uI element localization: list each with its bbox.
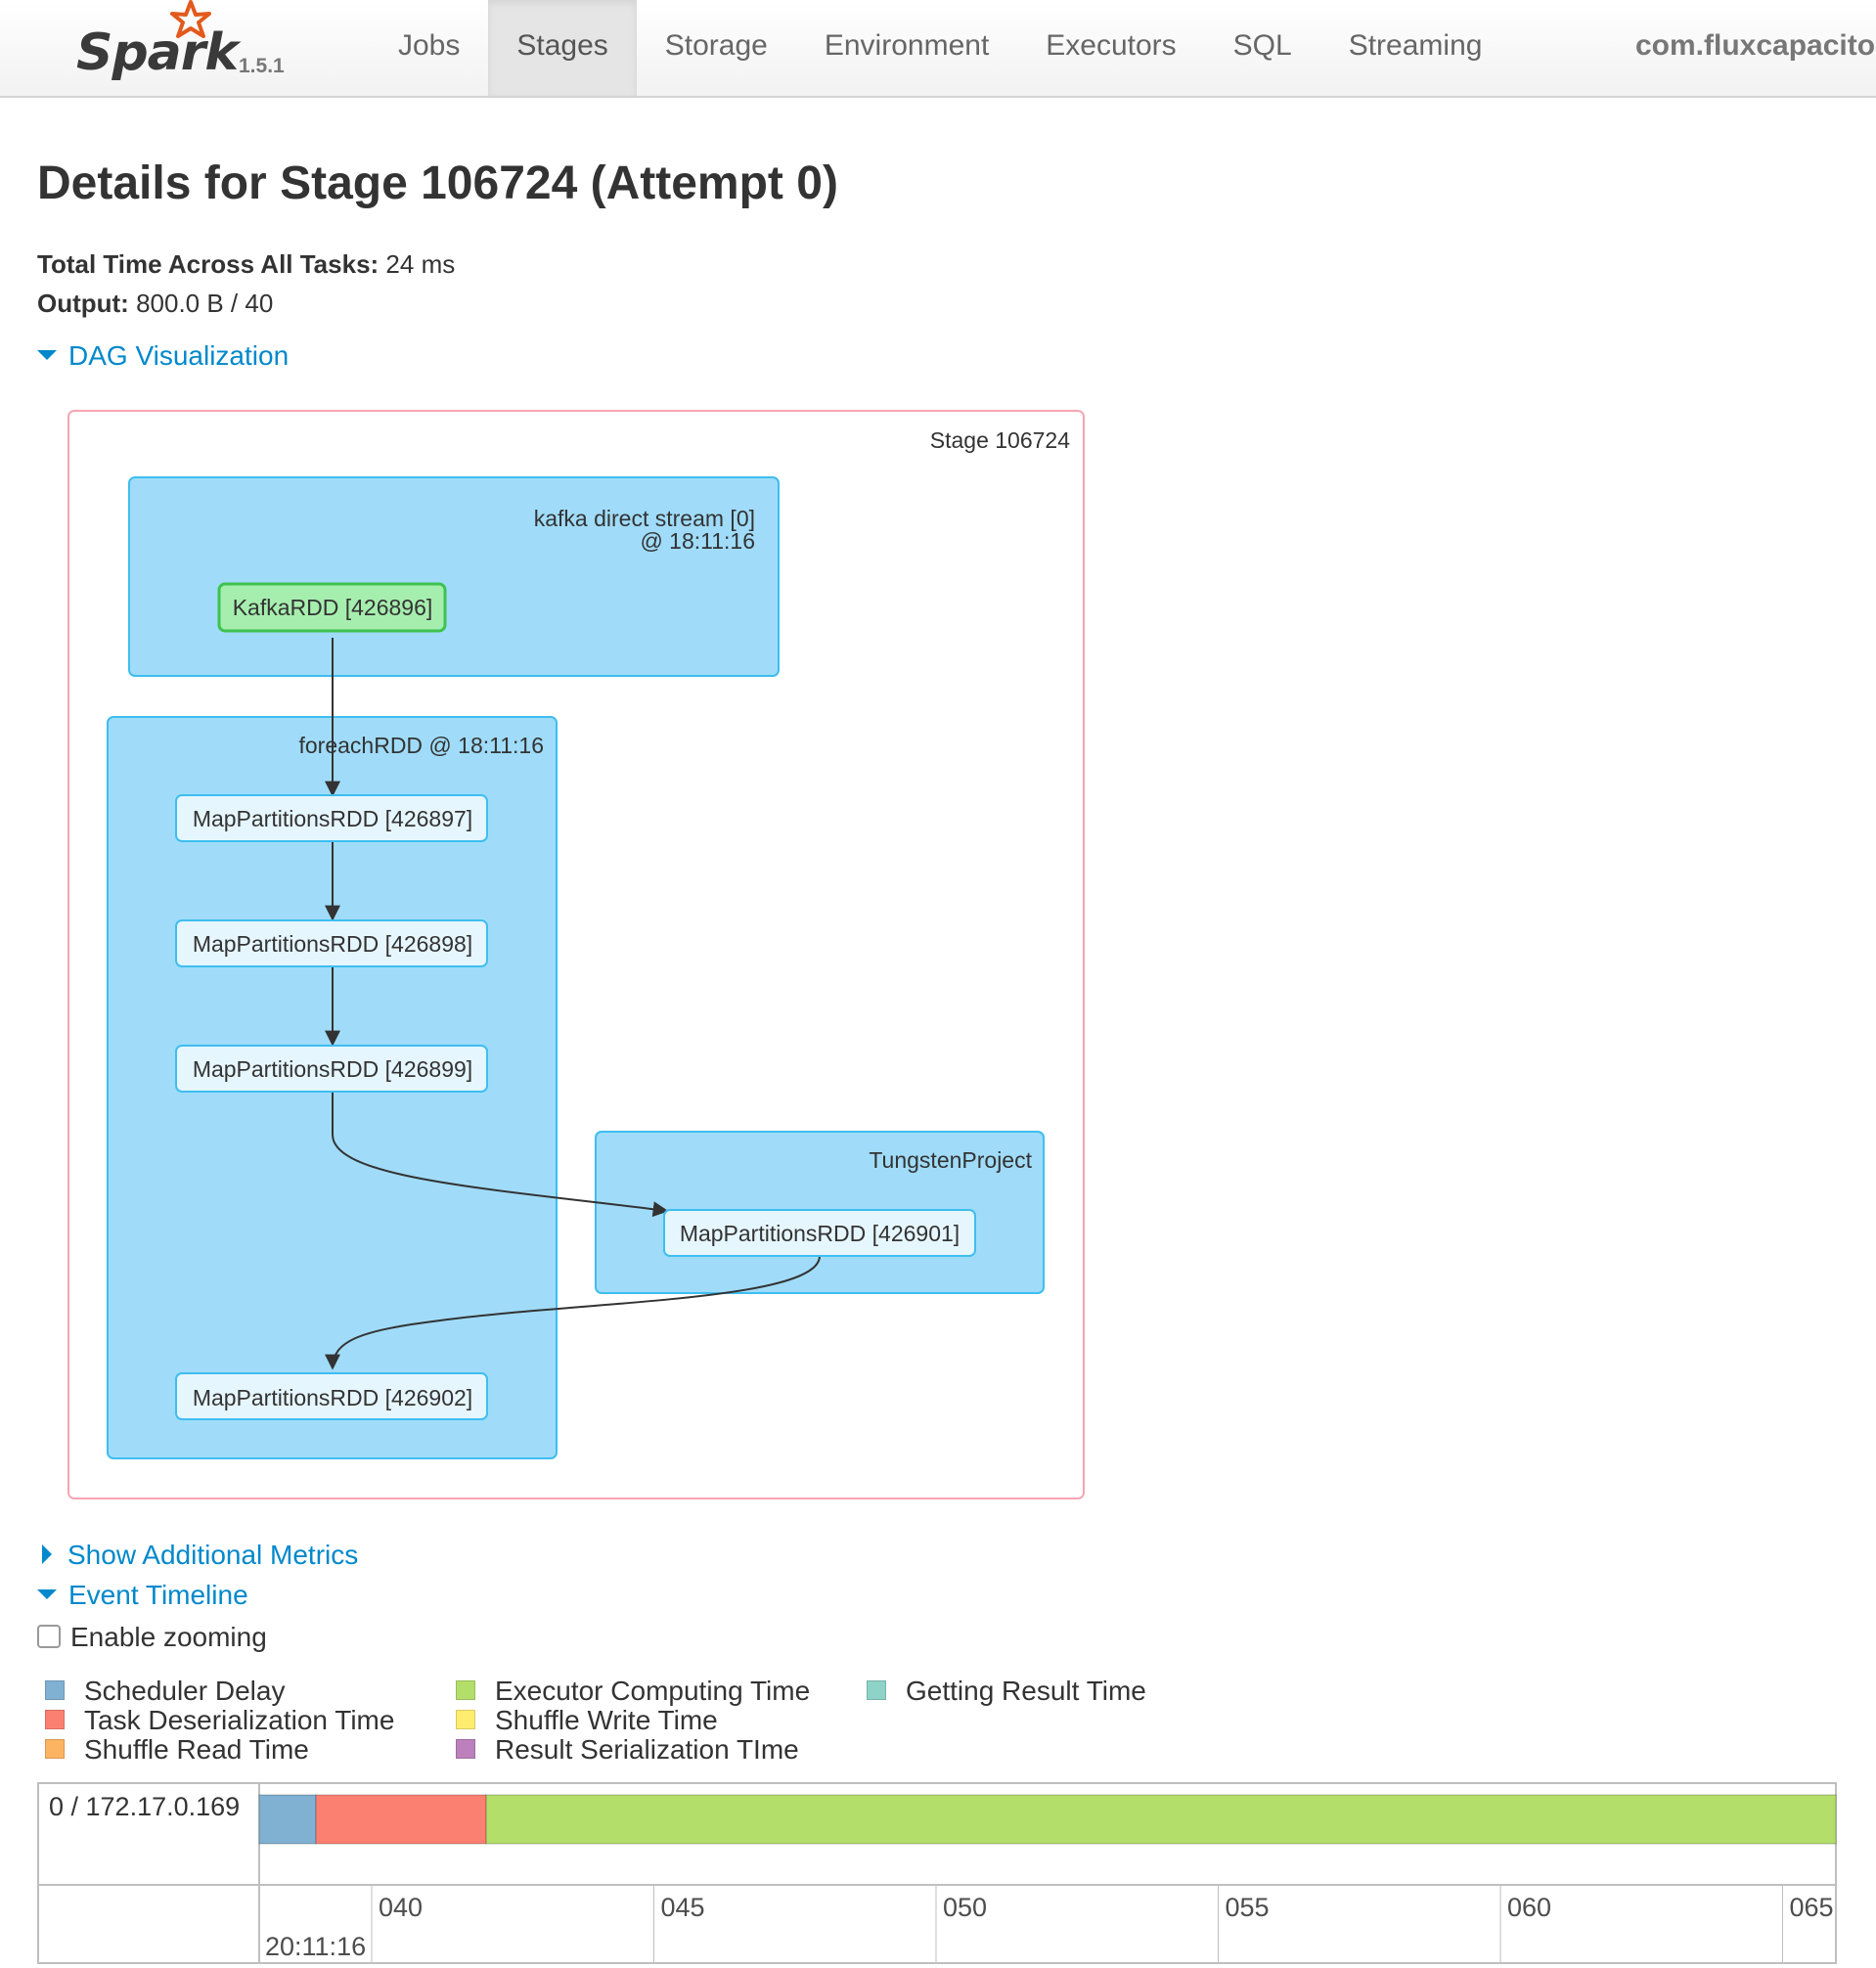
legend-item: Result Serialization TIme (456, 1735, 810, 1765)
navbar: Spark 1.5.1 Jobs Stages Storage Environm… (0, 0, 1876, 98)
task-bar[interactable] (258, 1794, 1837, 1845)
axis-tick-label: 055 (1226, 1893, 1270, 1922)
legend-swatch (456, 1738, 475, 1759)
rdd-node-426901-label: MapPartitionsRDD [426901] (680, 1221, 960, 1246)
tab-executors[interactable]: Executors (1046, 29, 1177, 62)
axis-tick-label: 040 (379, 1893, 423, 1922)
enable-zooming-label: Enable zooming (70, 1622, 267, 1652)
rdd-node-426901[interactable] (663, 1209, 976, 1257)
foreach-cluster-label: foreachRDD @ 18:11:16 (299, 733, 545, 758)
event-timeline-toggle[interactable]: Event Timeline (37, 1580, 248, 1611)
rdd-node-426899[interactable] (175, 1045, 488, 1093)
legend-swatch (456, 1709, 475, 1729)
spark-star-icon (170, 0, 211, 38)
rdd-node-426902[interactable] (175, 1372, 488, 1420)
legend-label: Getting Result Time (906, 1676, 1146, 1706)
legend-swatch (867, 1679, 886, 1700)
show-additional-metrics-toggle[interactable]: Show Additional Metrics (37, 1540, 358, 1571)
kafka-rdd-label: KafkaRDD [426896] (233, 595, 433, 620)
total-time-value: 24 ms (385, 249, 456, 279)
legend-label: Task Deserialization Time (84, 1705, 395, 1735)
output-row: Output: 800.0 B / 40 (37, 284, 455, 323)
legend-column-1: Scheduler Delay Task Deserialization Tim… (45, 1677, 394, 1765)
kafka-stream-cluster (128, 476, 780, 677)
tungsten-cluster-label: TungstenProject (869, 1147, 1032, 1173)
nav-tabs: Jobs Stages Storage Environment Executor… (370, 0, 1510, 96)
kafka-cluster-label: kafka direct stream [0] (534, 506, 755, 531)
task-segment[interactable] (485, 1794, 1837, 1845)
rdd-node-426898-label: MapPartitionsRDD [426898] (193, 931, 472, 957)
edge-426901-to-426902 (325, 1255, 821, 1370)
axis-date-label: 20:11:16 (265, 1932, 366, 1961)
tab-storage[interactable]: Storage (664, 29, 768, 62)
rdd-node-426898[interactable] (175, 919, 488, 967)
enable-zooming: Enable zooming (37, 1622, 267, 1653)
legend-swatch (45, 1738, 65, 1759)
legend-label: Shuffle Read Time (84, 1734, 309, 1765)
rdd-node-426897[interactable] (175, 794, 488, 842)
foreach-rdd-cluster (107, 716, 558, 1459)
task-segment[interactable] (258, 1794, 317, 1845)
output-label: Output: (37, 289, 129, 318)
metrics-toggle-label: Show Additional Metrics (67, 1540, 359, 1570)
app-name: com.fluxcapacito (1635, 29, 1876, 62)
timeline-chart: 040 045 050 055 060 065 20:11:16 (38, 1783, 1837, 1964)
legend-item: Getting Result Time (867, 1677, 1146, 1706)
brand-name: Spark (76, 23, 239, 82)
edge-426899-to-426901 (332, 1092, 669, 1218)
enable-zooming-checkbox[interactable] (37, 1624, 61, 1648)
rdd-node-426897-label: MapPartitionsRDD [426897] (193, 806, 472, 831)
expanded-arrow-icon (37, 349, 57, 360)
dag-visualization-toggle[interactable]: DAG Visualization (37, 340, 289, 372)
legend-label: Executor Computing Time (495, 1676, 811, 1706)
legend-item: Shuffle Write Time (456, 1706, 810, 1735)
tab-stages[interactable]: Stages (488, 0, 637, 96)
kafka-rdd-node[interactable] (217, 582, 447, 633)
legend-swatch (45, 1709, 65, 1729)
page-title: Details for Stage 106724 (Attempt 0) (37, 157, 838, 209)
stage-cluster-label: Stage 106724 (930, 427, 1070, 453)
collapsed-arrow-icon (42, 1543, 52, 1564)
axis-tick-label: 065 (1790, 1893, 1834, 1922)
legend-item: Shuffle Read Time (45, 1735, 394, 1765)
timeline-toggle-label: Event Timeline (68, 1580, 248, 1610)
legend-item: Task Deserialization Time (45, 1706, 394, 1735)
tungsten-project-cluster (595, 1131, 1045, 1294)
dag-visualization: Stage 106724 kafka direct stream [0] @ 1… (67, 410, 1085, 1499)
legend-label: Shuffle Write Time (495, 1705, 718, 1735)
legend-label: Result Serialization TIme (495, 1734, 799, 1765)
tab-sql[interactable]: SQL (1232, 29, 1292, 62)
stage-cluster (67, 410, 1085, 1499)
dag-toggle-label: DAG Visualization (68, 340, 290, 371)
spark-logo[interactable]: Spark 1.5.1 (76, 0, 291, 96)
task-segment[interactable] (315, 1794, 487, 1845)
legend-item: Executor Computing Time (456, 1677, 810, 1706)
output-value: 800.0 B / 40 (136, 289, 274, 318)
total-time-label: Total Time Across All Tasks: (37, 249, 380, 279)
tab-streaming[interactable]: Streaming (1348, 29, 1483, 62)
rdd-node-426902-label: MapPartitionsRDD [426902] (193, 1385, 472, 1410)
legend-swatch (45, 1679, 65, 1700)
event-timeline[interactable] (37, 1782, 1837, 1964)
total-time-row: Total Time Across All Tasks: 24 ms (37, 245, 455, 284)
axis-tick-label: 045 (661, 1893, 705, 1922)
rdd-node-426899-label: MapPartitionsRDD [426899] (193, 1056, 472, 1082)
stage-summary: Total Time Across All Tasks: 24 ms Outpu… (37, 245, 455, 323)
legend-swatch (456, 1679, 475, 1700)
tab-environment[interactable]: Environment (824, 29, 990, 62)
legend-label: Scheduler Delay (84, 1676, 286, 1706)
tab-jobs[interactable]: Jobs (398, 29, 461, 62)
legend-item: Scheduler Delay (45, 1677, 394, 1706)
expanded-arrow-icon (37, 1588, 57, 1599)
axis-tick-label: 060 (1507, 1893, 1551, 1922)
kafka-cluster-time: @ 18:11:16 (640, 528, 755, 554)
time-axis: 040 045 050 055 060 065 (371, 1885, 1834, 1964)
legend-column-2: Executor Computing Time Shuffle Write Ti… (456, 1677, 810, 1765)
spark-version: 1.5.1 (239, 55, 285, 77)
axis-tick-label: 050 (943, 1893, 987, 1922)
legend-column-3: Getting Result Time (867, 1677, 1146, 1706)
executor-label: 0 / 172.17.0.169 (49, 1792, 241, 1821)
